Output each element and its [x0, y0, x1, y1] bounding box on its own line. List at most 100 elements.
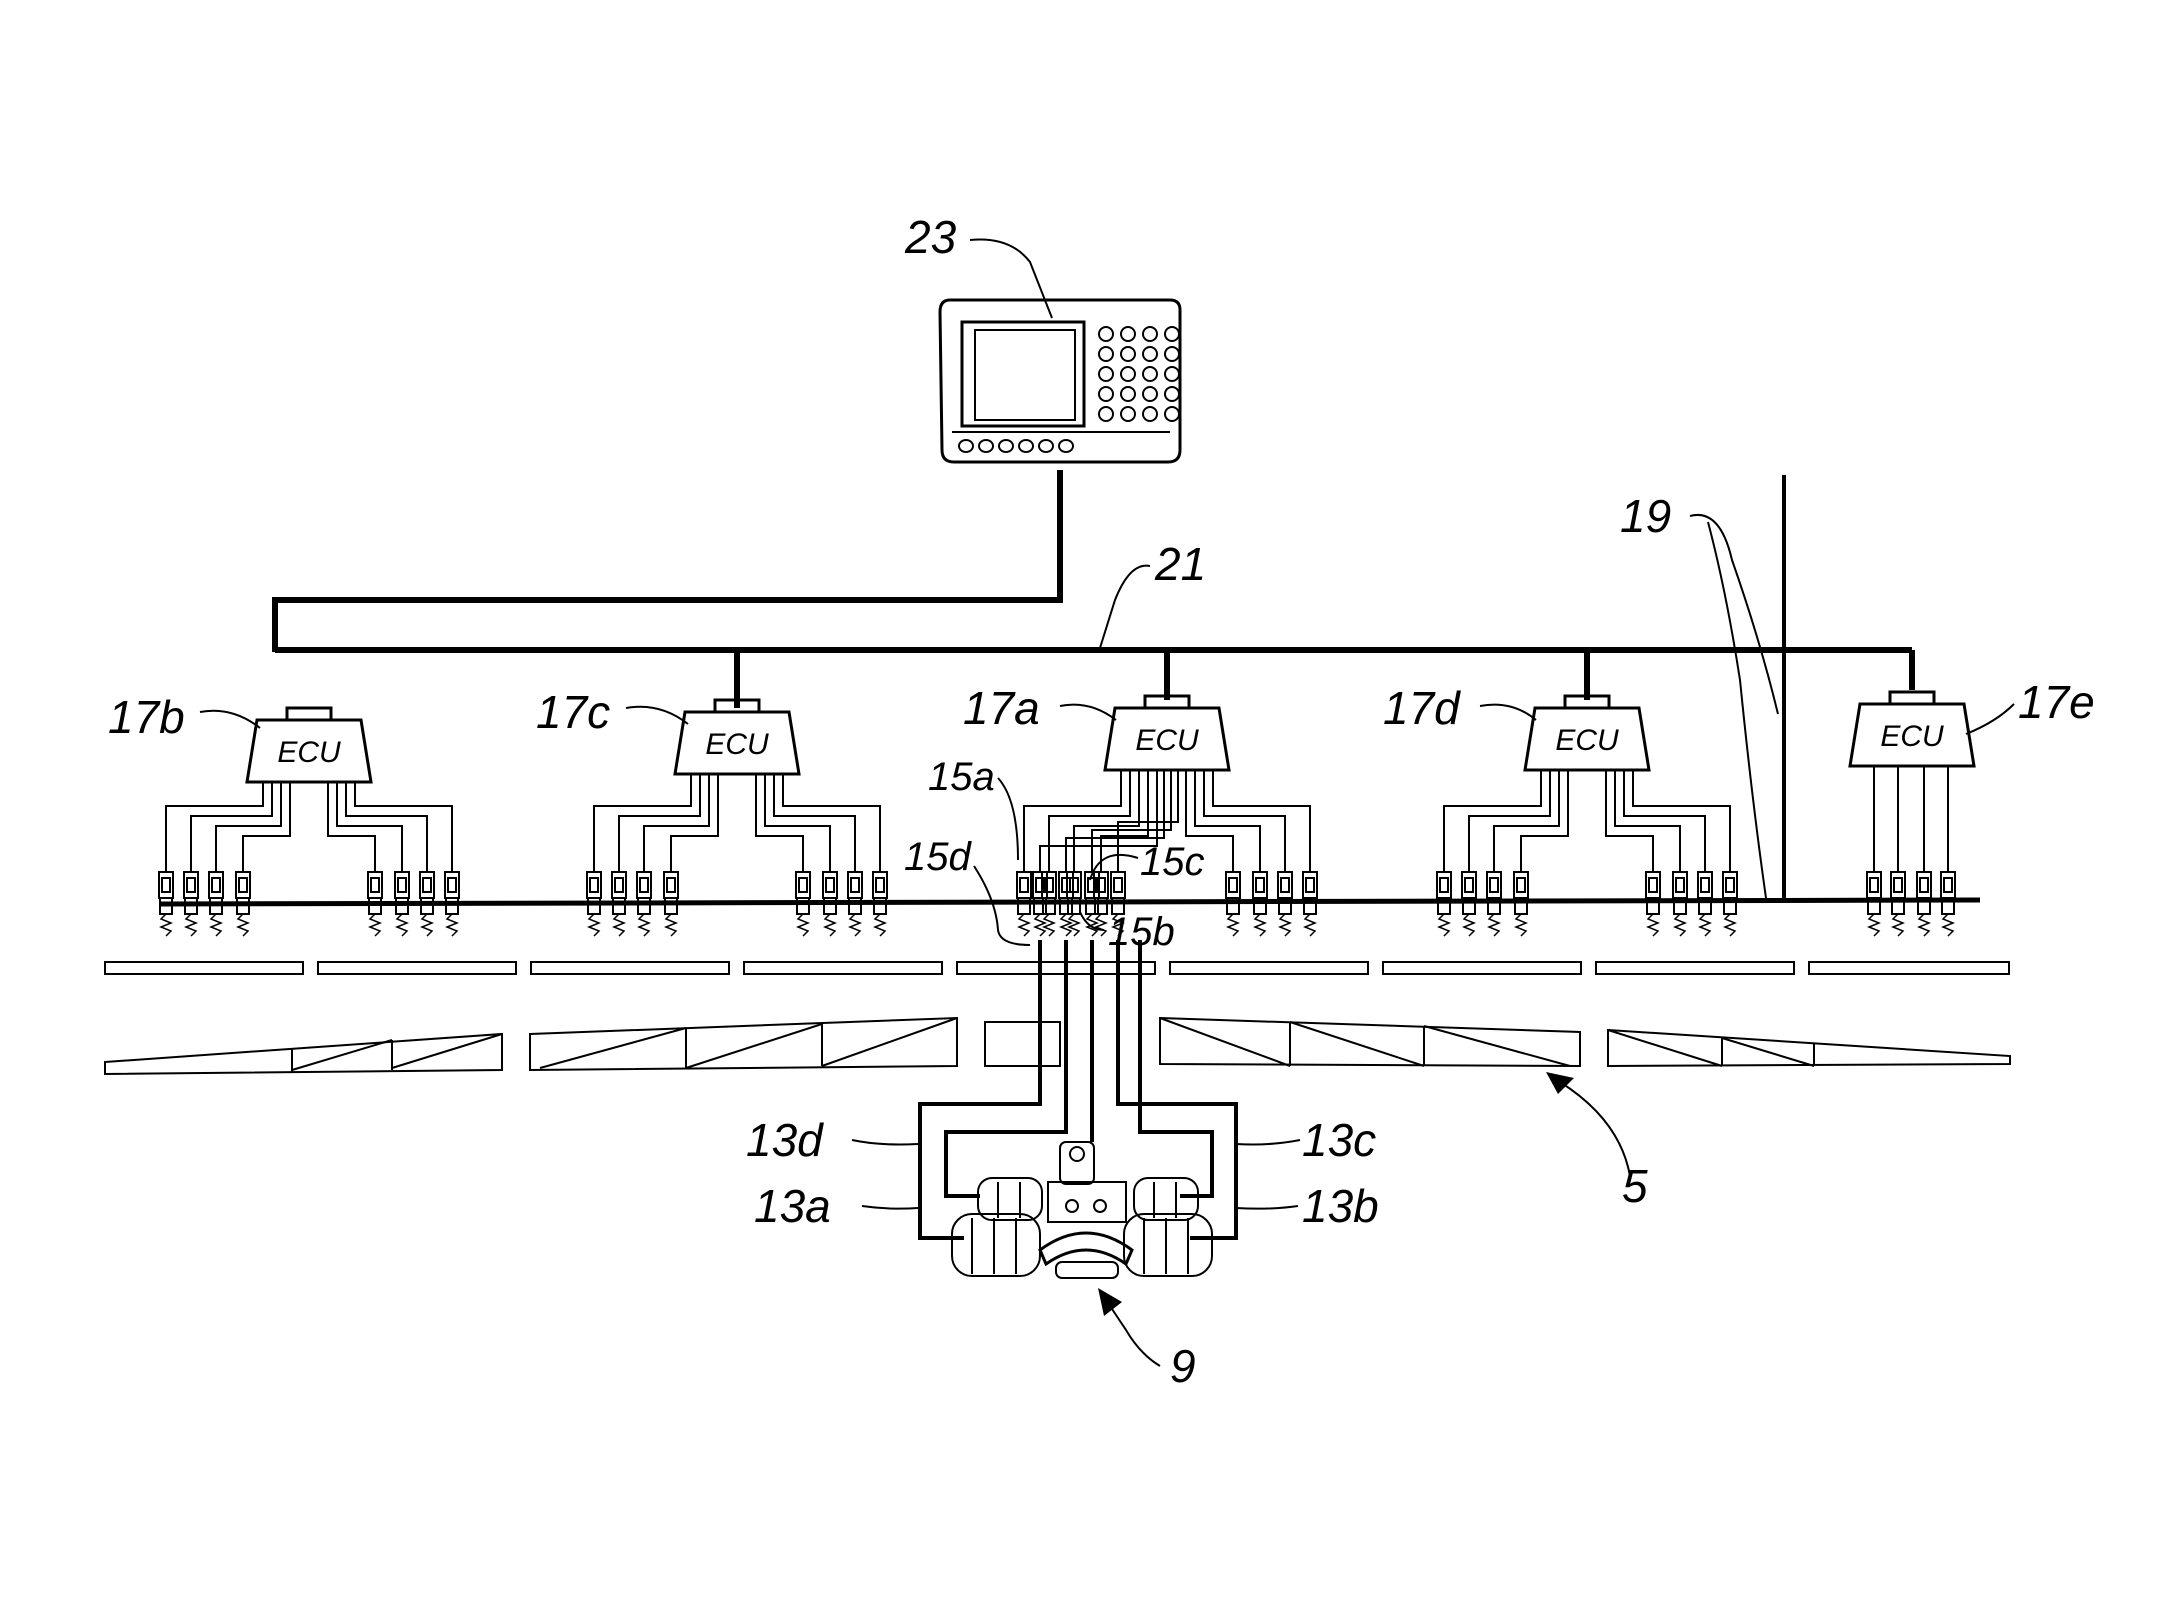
nozzle-valve [162, 878, 170, 892]
actuator-leader-13c [1236, 1140, 1300, 1145]
spray-pattern [1700, 914, 1710, 936]
spray-pattern [850, 914, 860, 936]
spray-pattern [875, 914, 885, 936]
keypad-button [1099, 347, 1113, 361]
ecu-wire [1606, 770, 1653, 872]
nozzle-valve [1726, 878, 1734, 892]
nozzle-valve [1701, 878, 1709, 892]
nozzle-valve [1490, 878, 1498, 892]
ecu-leader-17d [1480, 705, 1536, 720]
boom-leader [1560, 1082, 1630, 1176]
nozzle-valve [1020, 878, 1028, 892]
bus-ref-label: 21 [1154, 538, 1206, 590]
ecu-ref-label-17c: 17c [536, 686, 610, 738]
spray-pattern [1096, 914, 1106, 936]
keypad-button [1099, 327, 1113, 341]
nozzle-leader-15c [1090, 855, 1138, 880]
ecu-label: ECU [277, 736, 341, 769]
ecu-leader-17a [1060, 705, 1116, 720]
nozzle-tip [638, 898, 650, 914]
ecu-label: ECU [705, 728, 769, 761]
nozzle-valve [851, 878, 859, 892]
nozzle-ref-label-15c: 15c [1140, 840, 1205, 884]
spray-pattern [1675, 914, 1685, 936]
actuator-leader-13d [852, 1140, 918, 1145]
nozzle-valve [423, 878, 431, 892]
nozzle [1723, 872, 1737, 936]
boom-arrowhead [1546, 1072, 1574, 1094]
spray-pattern [1648, 914, 1658, 936]
keypad-button [1165, 327, 1179, 341]
nozzle-valve [1281, 878, 1289, 892]
nozzle-valve [1870, 878, 1878, 892]
nozzle-valve [1894, 878, 1902, 892]
nozzle-valve [826, 878, 834, 892]
actuator-leader-13b [1236, 1206, 1298, 1209]
spray-pattern [370, 914, 380, 936]
keypad-button [1121, 347, 1135, 361]
nozzle-valve [1256, 878, 1264, 892]
ecu-wire [671, 774, 718, 872]
actuator-ref-label-13d: 13d [746, 1114, 824, 1166]
nozzle-tip [613, 898, 625, 914]
spray-pattern [1044, 914, 1054, 936]
display-leader [970, 239, 1052, 318]
actuator-ref-label-13c: 13c [1302, 1114, 1376, 1166]
nozzle [1891, 872, 1905, 936]
spray-pattern [1069, 914, 1079, 936]
spray-pattern [1725, 914, 1735, 936]
ecu-wire [1624, 770, 1705, 872]
nozzle [1462, 872, 1476, 936]
ecu-label: ECU [1880, 720, 1944, 753]
softkey-button [1059, 440, 1073, 452]
spray-pattern [447, 914, 457, 936]
nozzle [1917, 872, 1931, 936]
ecu-wire [594, 774, 691, 872]
keypad-button [1099, 367, 1113, 381]
spray-pattern [1061, 914, 1071, 936]
nozzle [1303, 872, 1317, 936]
spray-pattern [1280, 914, 1290, 936]
nozzle-valve [1229, 878, 1237, 892]
keypad-button [1165, 407, 1179, 421]
nozzle [1867, 872, 1881, 936]
bus-leader [1100, 566, 1150, 648]
ecu-wire [1633, 770, 1730, 872]
softkey-button [979, 440, 993, 452]
nozzle-valve [448, 878, 456, 892]
nozzle-valve [640, 878, 648, 892]
spray-pattern [1489, 914, 1499, 936]
keypad-button [1099, 387, 1113, 401]
tractor-leader [1110, 1306, 1160, 1366]
keypad-button [1121, 407, 1135, 421]
ecu-wire [619, 774, 700, 872]
nozzle-valve [590, 878, 598, 892]
spray-pattern [211, 914, 221, 936]
keypad-button [1121, 367, 1135, 381]
ecu-leader-17c [626, 707, 688, 724]
nozzle-valve [1440, 878, 1448, 892]
keypad [1099, 327, 1179, 421]
nozzle-valve [1306, 878, 1314, 892]
nozzle-line-leader-1 [1690, 515, 1778, 714]
ecu-group: ECUECUECUECUECU [166, 692, 1974, 872]
ecu-leader-17e [1966, 704, 2014, 734]
ecu-ref-label-17b: 17b [108, 691, 185, 743]
nozzle-valve [1517, 878, 1525, 892]
nozzle [1514, 872, 1528, 936]
ecu-ref-label-17d: 17d [1383, 682, 1461, 734]
softkey-button [959, 440, 973, 452]
spray-pattern [1439, 914, 1449, 936]
keypad-button [1143, 407, 1157, 421]
spray-pattern [1228, 914, 1238, 936]
nozzle [1941, 872, 1955, 936]
nozzle-valve [212, 878, 220, 892]
spray-pattern [666, 914, 676, 936]
softkey-button [999, 440, 1013, 452]
spray-pattern [1943, 914, 1953, 936]
nozzle-valve [876, 878, 884, 892]
display-terminal [940, 300, 1180, 462]
nozzle-valve [187, 878, 195, 892]
nozzle-valve [1114, 878, 1122, 892]
display-cable [275, 470, 1060, 652]
